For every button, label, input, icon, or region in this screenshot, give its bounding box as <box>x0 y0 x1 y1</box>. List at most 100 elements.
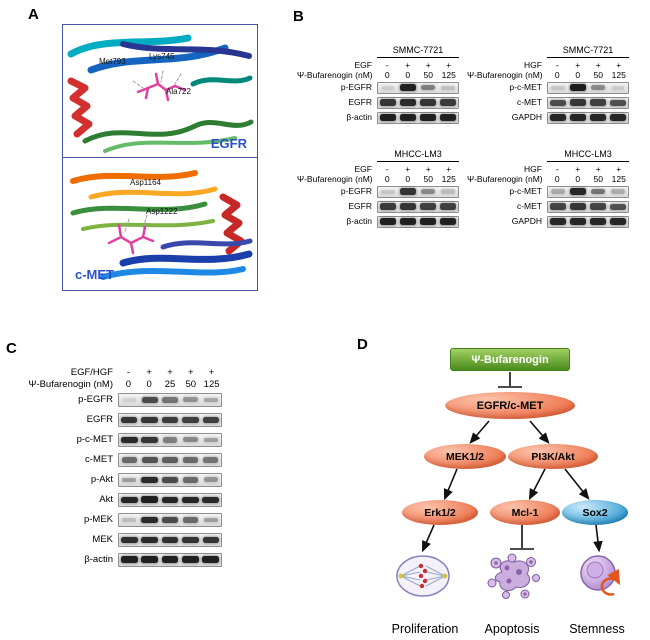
panel-c-letter: C <box>6 340 17 357</box>
band-strip <box>377 185 459 198</box>
band-lane <box>201 414 221 426</box>
protein-band <box>440 99 456 106</box>
band-lane <box>119 534 139 546</box>
blot-band-row: p-c-MET <box>10 432 222 447</box>
stimulus-label: HGF <box>524 163 542 174</box>
stimulus-value: + <box>405 59 411 70</box>
protein-band <box>569 188 587 195</box>
node-mcl1: Mcl-1 <box>490 500 560 525</box>
band-lane <box>418 98 438 108</box>
stimulus-value: + <box>446 59 452 70</box>
protein-label: GAPDH <box>511 111 542 122</box>
band-lane <box>180 554 200 566</box>
protein-band <box>183 437 198 443</box>
spindle-fibers <box>400 565 446 587</box>
band-strip <box>547 215 629 228</box>
protein-band <box>380 203 396 210</box>
arrow-receptor-pi3k <box>529 420 550 444</box>
band-lane <box>201 474 221 486</box>
blot-band-row: MEK <box>10 532 222 547</box>
band-lane <box>139 414 159 426</box>
band-lane <box>160 414 180 426</box>
protein-band <box>379 99 397 106</box>
arrow-mek-erk <box>443 468 458 501</box>
band-lane <box>548 98 568 108</box>
band-lane <box>608 113 628 123</box>
protein-band <box>182 416 199 424</box>
band-lane <box>201 494 221 506</box>
stimulus-value: + <box>575 163 581 174</box>
band-strip <box>118 532 222 547</box>
band-lane <box>378 187 398 197</box>
protein-label: GAPDH <box>511 215 542 226</box>
stimulus-value: - <box>385 59 389 70</box>
panel-a-letter: A <box>28 6 39 23</box>
band-lane <box>160 494 180 506</box>
node-erk12: Erk1/2 <box>402 500 478 525</box>
band-lane <box>160 514 180 526</box>
stimulus-label: EGF <box>354 59 372 70</box>
protein-band <box>202 416 219 424</box>
protein-band <box>609 114 627 121</box>
protein-label: β-actin <box>346 111 372 122</box>
protein-label: β-actin <box>84 553 113 565</box>
blot-band-row: p-EGFR <box>297 81 459 94</box>
protein-band <box>590 99 606 106</box>
band-lane <box>201 394 221 406</box>
residue-label-ala722: Ala722 <box>166 87 191 96</box>
band-strip <box>118 552 222 567</box>
protein-band <box>569 203 587 210</box>
protein-band <box>141 436 158 444</box>
egfr-structure-box: Met793 Lys745 Ala722 EGFR <box>62 24 258 158</box>
chromosomes <box>418 563 428 589</box>
stimulus-value: + <box>188 367 194 378</box>
stimulus-value: - <box>555 163 559 174</box>
protein-band <box>203 477 219 483</box>
band-lane <box>378 202 398 212</box>
cmet-ribbons <box>70 169 253 280</box>
band-lane <box>418 187 438 197</box>
dose-value: 125 <box>611 174 626 185</box>
protein-band <box>203 437 218 443</box>
stimulus-value: + <box>575 59 581 70</box>
band-lane <box>160 474 180 486</box>
pathway-connectors <box>422 372 603 553</box>
dose-value: 125 <box>611 70 626 81</box>
band-lane <box>418 202 438 212</box>
protein-band <box>161 556 179 564</box>
protein-band <box>182 496 199 504</box>
protein-label: c-MET <box>516 200 542 211</box>
band-lane <box>180 394 200 406</box>
protein-band <box>610 203 626 210</box>
band-lane <box>180 474 200 486</box>
protein-band <box>120 536 138 544</box>
band-lane <box>568 202 588 212</box>
cell-line-title: SMMC-7721 <box>377 45 459 58</box>
band-lane <box>588 113 608 123</box>
arrow-pi3k-sox2 <box>564 468 590 500</box>
protein-band <box>162 437 178 443</box>
band-lane <box>139 454 159 466</box>
stimulus-row: EGF-+++ <box>297 59 459 70</box>
band-lane <box>201 514 221 526</box>
band-strip <box>547 185 629 198</box>
band-strip <box>377 96 459 109</box>
band-lane <box>418 83 438 93</box>
panel-b-letter: B <box>293 8 304 25</box>
protein-band <box>609 218 627 225</box>
stimulus-value: + <box>595 59 601 70</box>
protein-band <box>551 189 565 194</box>
protein-band <box>399 218 417 225</box>
cmet-ligand-sticks <box>107 223 155 254</box>
stimulus-value: + <box>208 367 215 378</box>
band-lane <box>418 113 438 123</box>
residue-label-asp1164: Asp1164 <box>130 177 161 187</box>
band-lane <box>160 554 180 566</box>
